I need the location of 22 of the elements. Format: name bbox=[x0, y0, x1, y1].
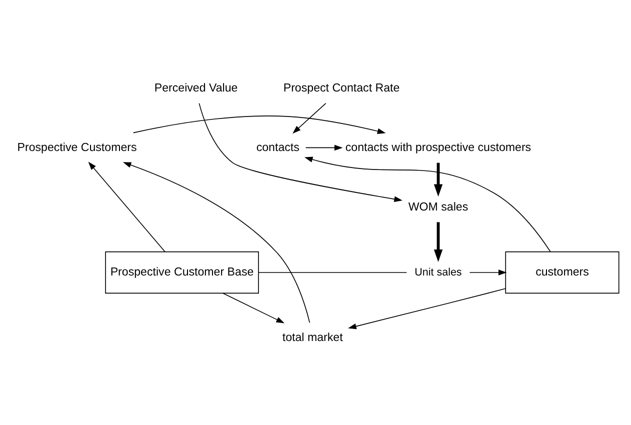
arrow bbox=[304, 156, 551, 252]
arrow bbox=[88, 161, 166, 252]
arrow bbox=[348, 288, 506, 329]
node-text: total market bbox=[282, 331, 343, 344]
arrow bbox=[434, 162, 443, 196]
node-text: contacts with prospective customers bbox=[345, 141, 532, 154]
node-text: Prospect Contact Rate bbox=[283, 82, 400, 94]
node-text: Perceived Value bbox=[154, 82, 238, 94]
arrow bbox=[198, 102, 402, 202]
node-text: Unit sales bbox=[414, 266, 462, 278]
arrow bbox=[469, 269, 507, 275]
node-box: customers bbox=[505, 250, 620, 294]
node-text: contacts bbox=[256, 141, 300, 154]
arrow bbox=[132, 115, 386, 134]
arrow bbox=[222, 292, 284, 323]
arrow bbox=[434, 222, 443, 262]
arrow bbox=[292, 102, 326, 134]
arrow bbox=[122, 162, 310, 323]
node-text: Prospective Customers bbox=[17, 141, 137, 154]
arrow bbox=[305, 144, 343, 150]
node-text: WOM sales bbox=[408, 200, 468, 213]
node-box: Prospective Customer Base bbox=[105, 250, 259, 294]
